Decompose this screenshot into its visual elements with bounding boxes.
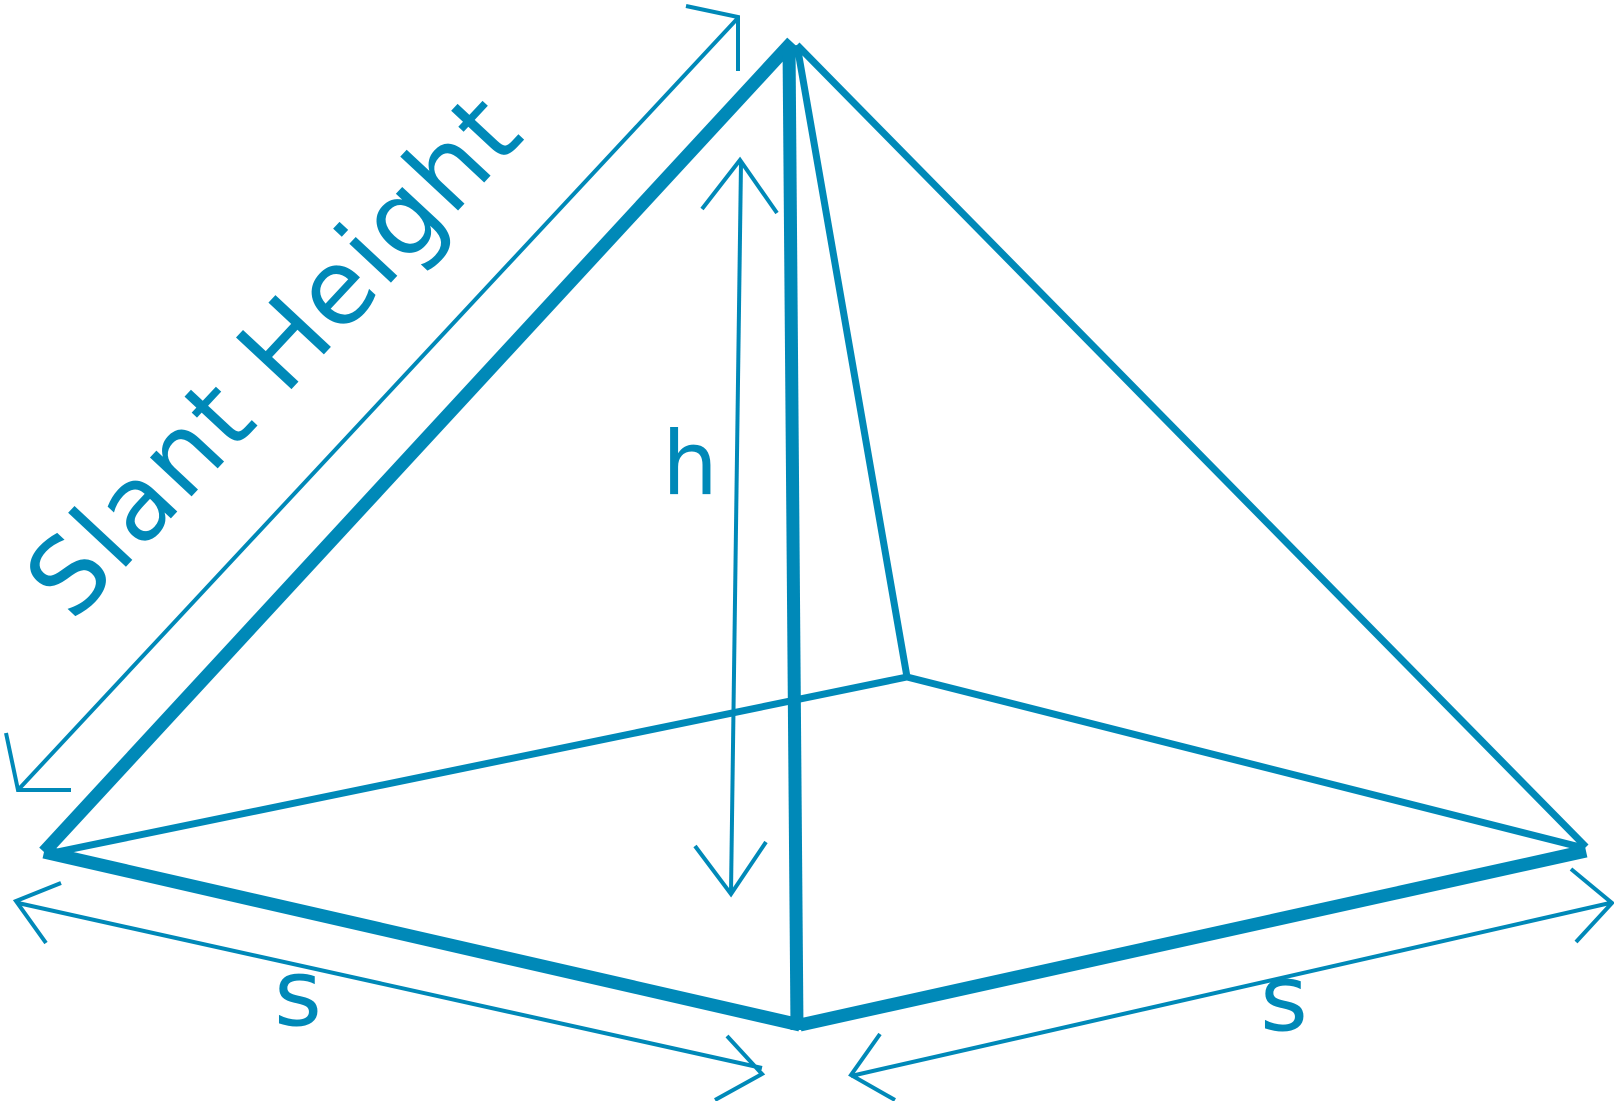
back-lateral-edge [793, 44, 911, 678]
base-front-left-edge [42, 845, 802, 1032]
front-left-lateral-edge [39, 37, 797, 857]
front-right-lateral-edge [794, 42, 1589, 850]
base-side-right-line [850, 901, 1611, 1078]
height-label: h [662, 412, 718, 515]
height-arrow-top [700, 156, 779, 215]
height-line [729, 162, 743, 893]
base-side-right-label: s [1260, 945, 1308, 1052]
base-side-right-dimension: s [848, 867, 1614, 1101]
base-side-left-arrow-start [12, 881, 62, 945]
front-center-lateral-edge [782, 44, 804, 1031]
slant-height-arrow-bottom [4, 732, 71, 792]
base-side-left-line [17, 901, 763, 1070]
height-dimension: h [662, 156, 779, 898]
slant-height-label: Slant Height [2, 70, 546, 640]
slant-height-arrow-top [685, 4, 740, 71]
base-front-right-edge [798, 844, 1588, 1032]
slant-height-dimension: Slant Height [2, 4, 740, 792]
base-back-right-edge [906, 673, 1581, 851]
slant-height-line [16, 17, 739, 792]
base-side-left-arrow-end [714, 1034, 766, 1101]
base-side-right-arrow-start [848, 1032, 896, 1101]
height-arrow-bottom [693, 840, 768, 898]
base-side-left-dimension: s [12, 881, 766, 1101]
base-back-left-edge [56, 673, 908, 856]
base-side-right-arrow-end [1569, 867, 1614, 944]
base-side-left-label: s [274, 940, 322, 1047]
